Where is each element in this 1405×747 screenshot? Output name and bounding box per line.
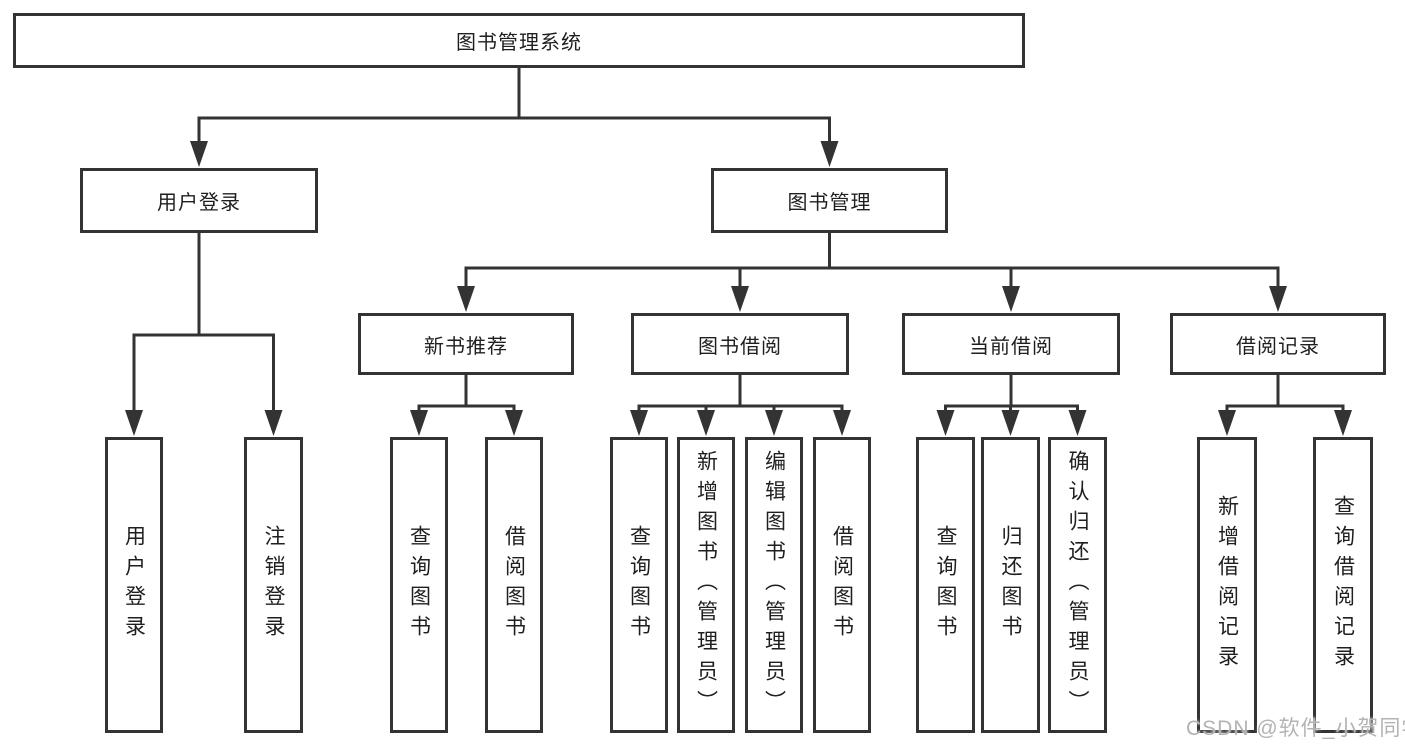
node-label: 查询图书 <box>934 525 957 645</box>
node-confirm-return-admin: 确认归还（管理员） <box>1048 437 1107 733</box>
node-query-books-1: 查询图书 <box>390 437 448 733</box>
node-borrow-books-2: 借阅图书 <box>813 437 871 733</box>
node-label: 当前借阅 <box>969 335 1053 358</box>
node-add-borrow-record: 新增借阅记录 <box>1197 437 1257 733</box>
node-label: 新书推荐 <box>424 335 508 358</box>
node-add-book-admin: 新增图书（管理员） <box>677 437 735 733</box>
node-current-borrowing: 当前借阅 <box>902 313 1120 375</box>
node-label: 查询借阅记录 <box>1331 495 1355 675</box>
node-label: 借阅记录 <box>1236 335 1320 358</box>
node-label: 借阅图书 <box>502 525 526 645</box>
node-label: 查询图书 <box>627 525 651 645</box>
node-new-book-recommend: 新书推荐 <box>358 313 574 375</box>
node-label: 新增图书（管理员） <box>694 450 718 720</box>
node-label: 用户登录 <box>122 525 146 645</box>
node-user-login: 用户登录 <box>80 168 318 233</box>
node-borrow-books-1: 借阅图书 <box>485 437 543 733</box>
node-label: 图书管理系统 <box>456 32 582 54</box>
node-query-books-2: 查询图书 <box>610 437 668 733</box>
node-label: 查询图书 <box>407 525 431 645</box>
node-label: 借阅图书 <box>830 525 854 645</box>
node-label: 编辑图书（管理员） <box>762 450 786 720</box>
node-book-management: 图书管理 <box>711 168 948 233</box>
node-label: 注销登录 <box>262 525 285 645</box>
node-label: 图书借阅 <box>698 335 782 358</box>
node-book-borrowing: 图书借阅 <box>631 313 849 375</box>
node-label: 归还图书 <box>999 525 1022 645</box>
node-label: 用户登录 <box>157 192 241 214</box>
node-borrowing-records: 借阅记录 <box>1170 313 1386 375</box>
node-label: 图书管理 <box>787 192 872 214</box>
node-query-borrow-record: 查询借阅记录 <box>1313 437 1373 733</box>
node-library-system: 图书管理系统 <box>13 13 1025 68</box>
node-edit-book-admin: 编辑图书（管理员） <box>745 437 803 733</box>
node-query-books-3: 查询图书 <box>916 437 975 733</box>
watermark: CSDN @软件_小贺同学 <box>1186 717 1405 740</box>
node-label: 新增借阅记录 <box>1215 495 1239 675</box>
node-user-login-leaf: 用户登录 <box>105 437 163 733</box>
node-logout: 注销登录 <box>244 437 303 733</box>
node-label: 确认归还（管理员） <box>1066 450 1089 720</box>
node-return-book: 归还图书 <box>981 437 1040 733</box>
